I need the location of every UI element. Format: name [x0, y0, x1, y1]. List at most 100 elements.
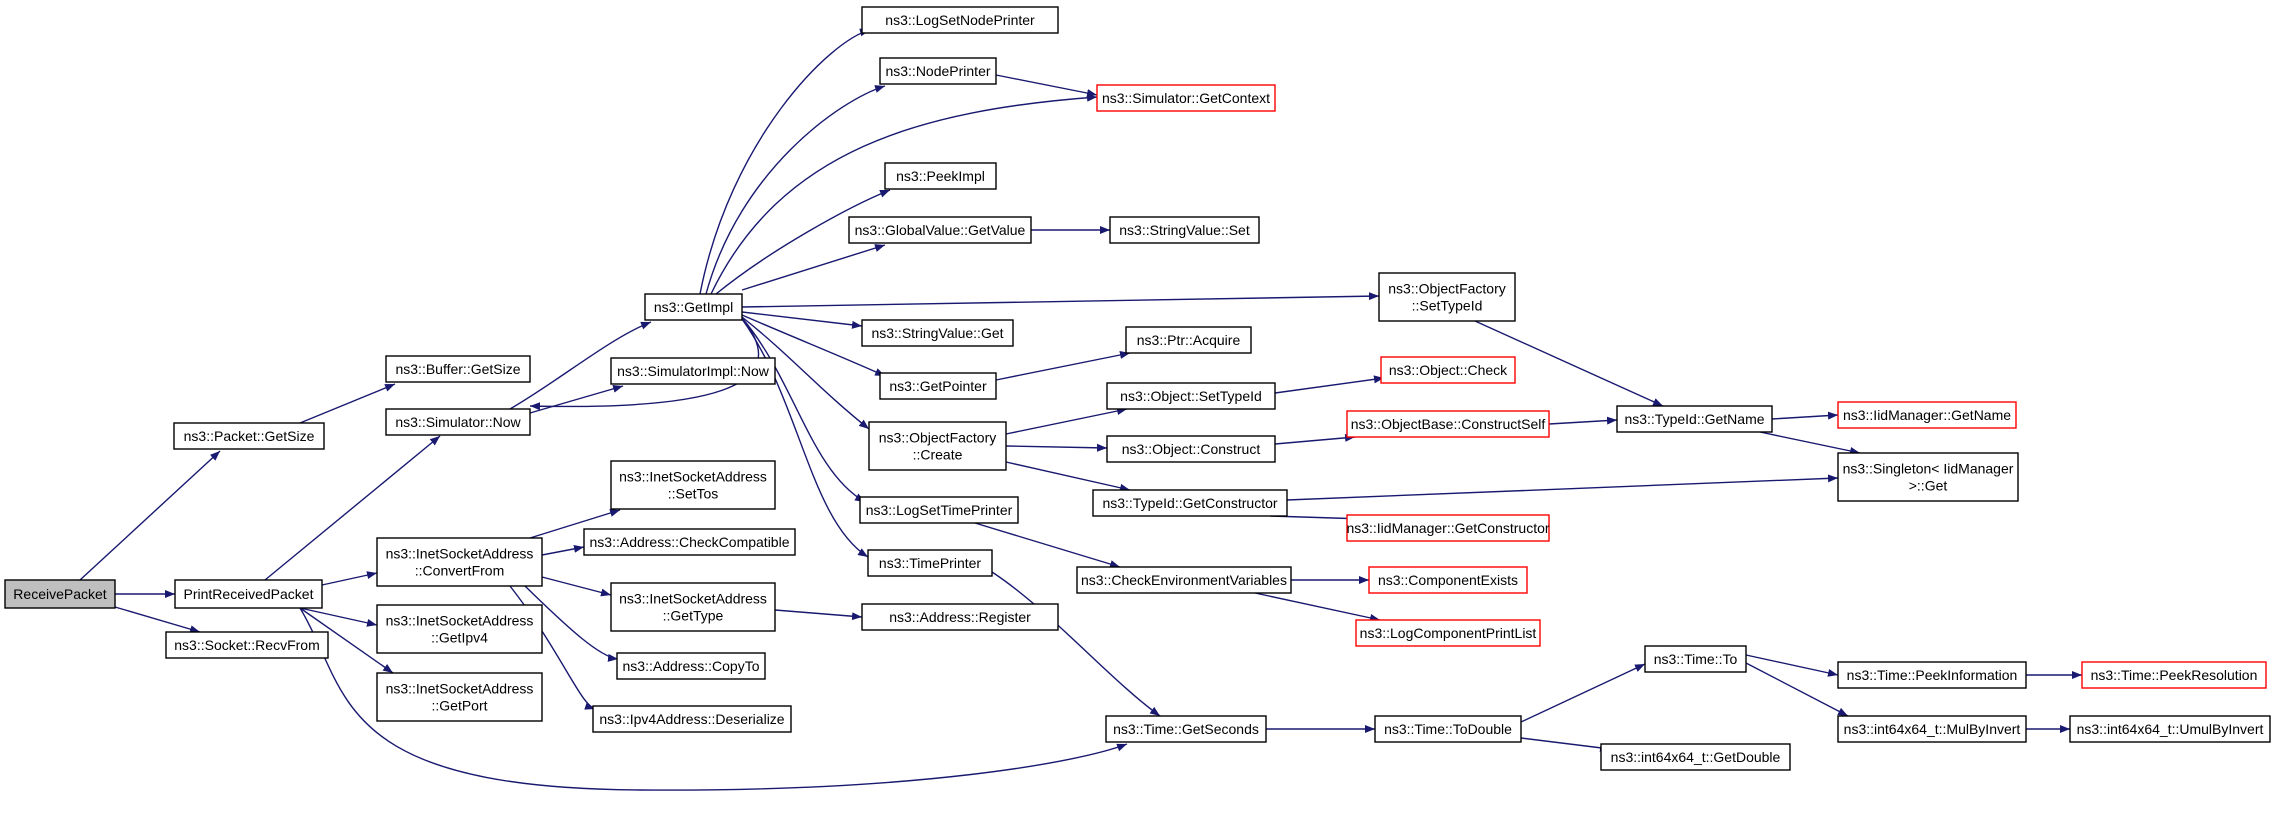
node-sv-get[interactable]: ns3::StringValue::Get: [861, 319, 1014, 347]
node-label: ns3::Object::Check: [1389, 362, 1508, 378]
node-iidmgr-getname[interactable]: ns3::IidManager::GetName: [1837, 401, 2017, 429]
node-typeid-getconstructor[interactable]: ns3::TypeId::GetConstructor: [1092, 489, 1288, 517]
node-label: ns3::Ptr::Acquire: [1137, 332, 1241, 348]
edge-print-to-inet_getipv4: [299, 607, 378, 627]
node-of-create[interactable]: ns3::ObjectFactory::Create: [868, 421, 1007, 471]
node-int64-getdouble[interactable]: ns3::int64x64_t::GetDouble: [1600, 743, 1791, 771]
node-inet-gettype[interactable]: ns3::InetSocketAddress::GetType: [610, 582, 776, 632]
node-typeid-getname[interactable]: ns3::TypeId::GetName: [1616, 405, 1773, 433]
node-label: ns3::LogComponentPrintList: [1360, 625, 1537, 641]
edge-line: [529, 509, 621, 539]
node-label: ns3::GetPointer: [889, 378, 987, 394]
edge-getimpl-to-logsetnodeprinter: [699, 28, 871, 295]
edge-time_todouble-to-int64_getdouble: [1520, 737, 1611, 752]
node-time-to[interactable]: ns3::Time::To: [1644, 645, 1747, 673]
node-label: ::ConvertFrom: [415, 563, 504, 579]
node-box: [173, 422, 325, 450]
node-ipv4-deserialize[interactable]: ns3::Ipv4Address::Deserialize: [592, 705, 792, 733]
node-time-todouble[interactable]: ns3::Time::ToDouble: [1374, 715, 1522, 743]
node-checkenv[interactable]: ns3::CheckEnvironmentVariables: [1076, 566, 1292, 594]
node-time-getseconds[interactable]: ns3::Time::GetSeconds: [1105, 715, 1267, 743]
node-recvfrom[interactable]: ns3::Socket::RecvFrom: [165, 631, 329, 659]
node-label: ns3::Time::GetSeconds: [1113, 721, 1259, 737]
node-inet-settos[interactable]: ns3::InetSocketAddress::SetTos: [610, 460, 776, 510]
node-receive[interactable]: ReceivePacket: [4, 579, 116, 609]
node-label: ns3::CheckEnvironmentVariables: [1081, 572, 1287, 588]
edge-line: [1759, 431, 1861, 455]
node-gv-getvalue[interactable]: ns3::GlobalValue::GetValue: [848, 216, 1032, 244]
node-box: [884, 162, 997, 190]
node-getpointer[interactable]: ns3::GetPointer: [879, 372, 997, 400]
node-sv-set[interactable]: ns3::StringValue::Set: [1109, 216, 1260, 244]
node-label: ns3::Ipv4Address::Deserialize: [599, 711, 784, 727]
node-ptr-acquire[interactable]: ns3::Ptr::Acquire: [1125, 326, 1252, 354]
edge-typeid_getname-to-iidmgr_getname: [1771, 411, 1839, 420]
node-inet-getport[interactable]: ns3::InetSocketAddress::GetPort: [376, 672, 543, 722]
edge-inet_convertfrom-to-addr_checkcompat: [541, 544, 585, 556]
node-label: ns3::IidManager::GetConstructor: [1346, 520, 1549, 536]
node-inet-convertfrom[interactable]: ns3::InetSocketAddress::ConvertFrom: [376, 537, 543, 587]
node-time-peekres[interactable]: ns3::Time::PeekResolution: [2081, 661, 2267, 689]
node-box: [616, 652, 766, 680]
node-obj-check[interactable]: ns3::Object::Check: [1380, 356, 1516, 384]
node-nodeprinter[interactable]: ns3::NodePrinter: [879, 57, 997, 85]
node-logsetnodeprinter[interactable]: ns3::LogSetNodePrinter: [861, 6, 1059, 34]
node-addr-register[interactable]: ns3::Address::Register: [861, 603, 1059, 631]
node-label: ns3::InetSocketAddress: [386, 681, 534, 697]
edge-line: [541, 544, 585, 556]
node-label: ns3::Address::CopyTo: [623, 658, 760, 674]
node-label: ns3::Object::Construct: [1122, 441, 1261, 457]
node-objbase-constructself[interactable]: ns3::ObjectBase::ConstructSelf: [1346, 410, 1550, 438]
node-pkt-getsize[interactable]: ns3::Packet::GetSize: [173, 422, 325, 450]
node-timeprinter[interactable]: ns3::TimePrinter: [867, 549, 993, 577]
node-iidmgr-getconstructor[interactable]: ns3::IidManager::GetConstructor: [1346, 514, 1550, 542]
edge-typeid_getconstructor-to-singleton_get: [1286, 474, 1839, 501]
node-peekimpl[interactable]: ns3::PeekImpl: [884, 162, 997, 190]
node-getimpl[interactable]: ns3::GetImpl: [644, 293, 743, 321]
node-print[interactable]: PrintReceivedPacket: [174, 579, 323, 609]
node-logsettimeprinter[interactable]: ns3::LogSetTimePrinter: [859, 496, 1019, 524]
node-label: ns3::ObjectFactory: [879, 430, 997, 446]
edge-line: [79, 450, 221, 581]
node-label: ::GetType: [663, 608, 724, 624]
node-label: ns3::ObjectFactory: [1388, 281, 1506, 297]
edge-getimpl-to-peekimpl: [715, 189, 891, 295]
node-label: ns3::Socket::RecvFrom: [174, 637, 320, 653]
node-label: ns3::Packet::GetSize: [184, 428, 315, 444]
node-int64-mulbyinvert[interactable]: ns3::int64x64_t::MulByInvert: [1837, 715, 2027, 743]
node-sim-getcontext[interactable]: ns3::Simulator::GetContext: [1096, 84, 1276, 112]
node-box: [868, 421, 1007, 471]
node-sim-now[interactable]: ns3::Simulator::Now: [385, 408, 531, 436]
node-time-peekinfo[interactable]: ns3::Time::PeekInformation: [1837, 661, 2027, 689]
node-box: [1076, 566, 1292, 594]
node-simimpl-now[interactable]: ns3::SimulatorImpl::Now: [610, 357, 776, 385]
node-componentexists[interactable]: ns3::ComponentExists: [1368, 566, 1528, 594]
node-obj-construct[interactable]: ns3::Object::Construct: [1106, 435, 1276, 463]
node-label: ns3::int64x64_t::MulByInvert: [1844, 721, 2021, 737]
node-box: [1374, 715, 1522, 743]
edge-inet_convertfrom-to-inet_gettype: [541, 576, 612, 597]
node-label: ns3::GetImpl: [654, 299, 733, 315]
edge-of_create-to-obj_construct: [1005, 443, 1108, 452]
node-label: ns3::ComponentExists: [1378, 572, 1518, 588]
node-label: ns3::TypeId::GetConstructor: [1102, 495, 1277, 511]
edge-line: [299, 383, 396, 424]
node-addr-checkcompat[interactable]: ns3::Address::CheckCompatible: [583, 528, 796, 556]
node-int64-umulbyinvert[interactable]: ns3::int64x64_t::UmulByInvert: [2069, 715, 2271, 743]
node-layer: ReceivePacket PrintReceivedPacketns3::Soc…: [4, 6, 2271, 771]
edge-line: [1274, 375, 1385, 394]
node-addr-copyto[interactable]: ns3::Address::CopyTo: [616, 652, 766, 680]
node-buf-getsize[interactable]: ns3::Buffer::GetSize: [385, 355, 531, 383]
node-inet-getipv4[interactable]: ns3::InetSocketAddress::GetIpv4: [376, 604, 543, 654]
node-label: ns3::GlobalValue::GetValue: [855, 222, 1026, 238]
edge-line: [524, 585, 619, 662]
node-obj-settypeid[interactable]: ns3::Object::SetTypeId: [1106, 382, 1276, 410]
node-logcomponentprintlist[interactable]: ns3::LogComponentPrintList: [1355, 619, 1541, 647]
node-label: ns3::IidManager::GetName: [1843, 407, 2011, 423]
edge-checkenv-to-logcomponentprintlist: [1254, 592, 1381, 622]
node-box: [385, 408, 531, 436]
node-of-settypeid[interactable]: ns3::ObjectFactory::SetTypeId: [1378, 272, 1516, 322]
node-singleton-get[interactable]: ns3::Singleton< IidManager >::Get: [1837, 452, 2019, 502]
node-label: ::Create: [913, 447, 963, 463]
node-box: [1616, 405, 1773, 433]
